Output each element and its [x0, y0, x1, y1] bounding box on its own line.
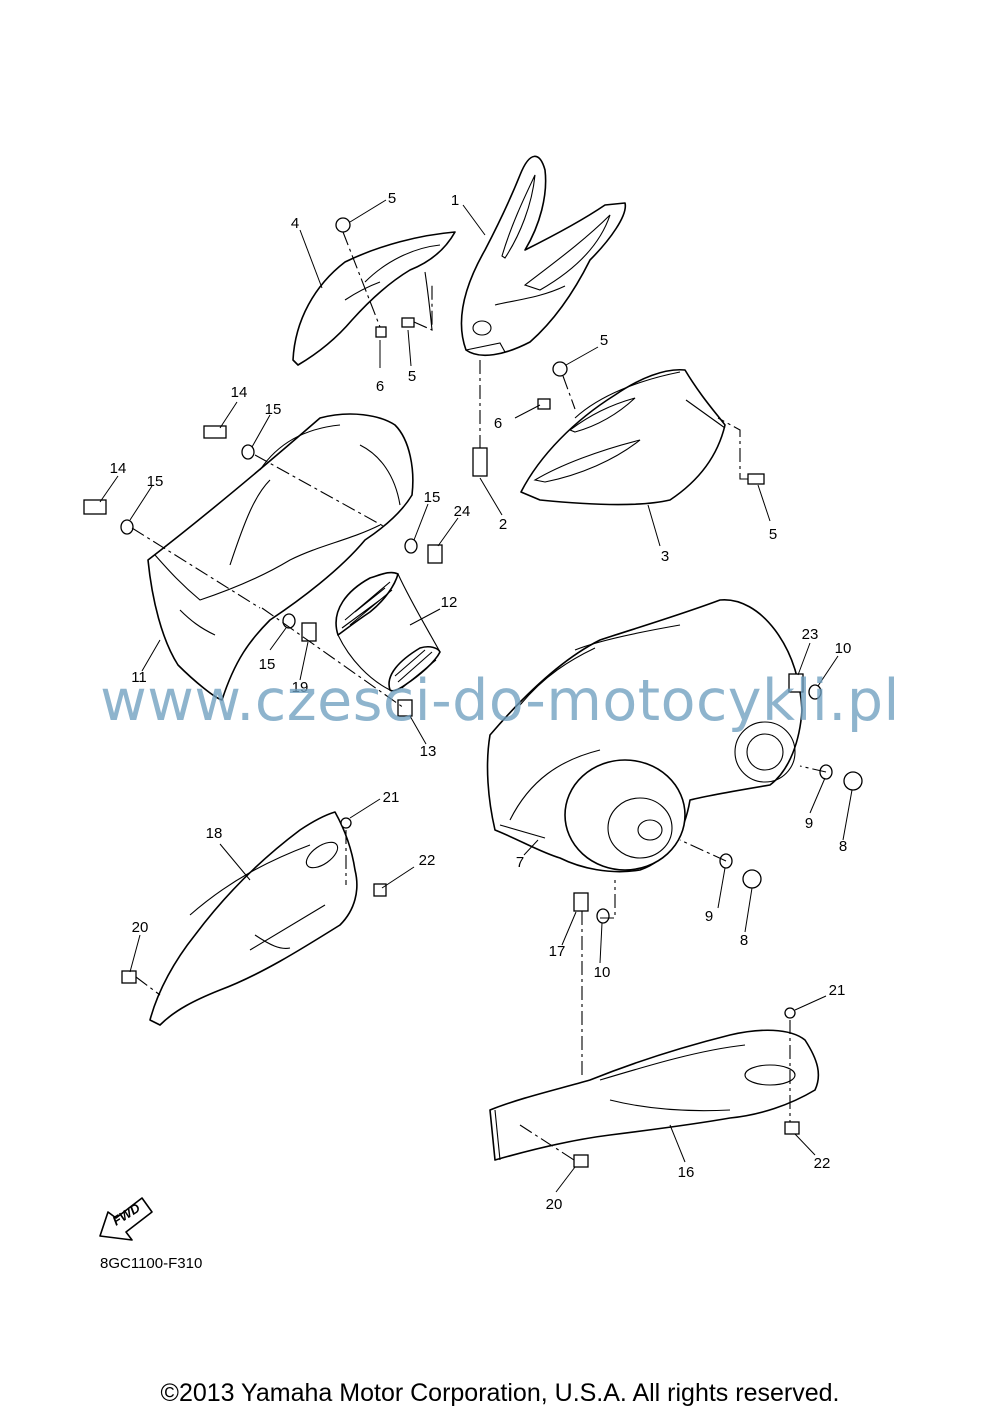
callout-15: 15: [259, 656, 276, 673]
callout-14: 14: [110, 460, 127, 477]
leader-lines: [99, 199, 853, 1193]
clip-13: [397, 699, 413, 717]
bolt-14b: [83, 499, 107, 515]
assembly-lines: [131, 231, 827, 1161]
clip-24: [427, 544, 443, 564]
callout-8: 8: [740, 932, 748, 949]
callout-16: 16: [678, 1164, 695, 1181]
callout-11: 11: [131, 669, 147, 686]
clip-6a: [375, 326, 387, 338]
part-18-lower-panel: [149, 811, 358, 1026]
clip-23: [788, 673, 804, 693]
clip-17: [573, 892, 589, 912]
washer-15c: [404, 538, 418, 554]
callout-13: 13: [420, 743, 437, 760]
part-4-side-panel: [292, 231, 456, 366]
callout-2: 2: [499, 516, 507, 533]
part-11-side-cover: [147, 413, 414, 701]
callout-15: 15: [424, 489, 441, 506]
callout-5: 5: [408, 368, 416, 385]
bolt-5d: [747, 473, 765, 485]
washer-10a: [808, 684, 822, 700]
callout-19: 19: [292, 679, 309, 696]
callout-14: 14: [231, 384, 248, 401]
grommet-8a: [843, 771, 863, 791]
callout-21: 21: [383, 789, 400, 806]
clip-22b: [784, 1121, 800, 1135]
callout-23: 23: [802, 626, 819, 643]
bolt-5b: [401, 317, 415, 328]
bolt-20b: [573, 1154, 589, 1168]
callout-3: 3: [661, 548, 669, 565]
part-16-lower-panel: [489, 1029, 820, 1161]
diagram-code: 8GC1100-F310: [100, 1255, 203, 1272]
callout-22: 22: [814, 1155, 831, 1172]
callout-15: 15: [265, 401, 282, 418]
bolt-21a: [340, 817, 352, 829]
clip-6b: [537, 398, 551, 410]
callout-1: 1: [451, 192, 459, 209]
grommet-8b: [742, 869, 762, 889]
part-7-body-cover: [486, 599, 803, 873]
bracket-2: [472, 447, 488, 477]
copyright-notice: ©2013 Yamaha Motor Corporation, U.S.A. A…: [160, 1379, 840, 1407]
callout-4: 4: [291, 215, 299, 232]
part-1-front-cowl: [460, 155, 627, 357]
callout-7: 7: [516, 854, 524, 871]
callout-numbers: 1 5 4 6 5 5 6 2 3 5 14 15 14 15 15 24 12…: [110, 190, 852, 1213]
clip-22a: [373, 883, 387, 897]
fwd-arrow-icon: FWD: [99, 1197, 153, 1241]
callout-10: 10: [835, 640, 852, 657]
callout-12: 12: [441, 594, 458, 611]
bolt-5c: [552, 361, 568, 377]
callout-22: 22: [419, 852, 436, 869]
washer-15d: [282, 613, 296, 629]
bolt-20a: [121, 970, 137, 984]
callout-24: 24: [454, 503, 471, 520]
callout-21: 21: [829, 982, 846, 999]
part-3-side-panel: [520, 368, 726, 506]
callout-20: 20: [132, 919, 149, 936]
part-12-grille: [335, 571, 441, 692]
callout-15: 15: [147, 473, 164, 490]
callout-6: 6: [494, 415, 502, 432]
callout-5: 5: [769, 526, 777, 543]
washer-15b: [120, 519, 134, 535]
bolt-14a: [203, 425, 227, 439]
callout-17: 17: [549, 943, 566, 960]
callout-9: 9: [805, 815, 813, 832]
callout-8: 8: [839, 838, 847, 855]
callout-5: 5: [388, 190, 396, 207]
callout-20: 20: [546, 1196, 563, 1213]
washer-15a: [241, 444, 255, 460]
bolt-21b: [784, 1007, 796, 1019]
callout-6: 6: [376, 378, 384, 395]
washer-10b: [596, 908, 610, 924]
callout-10: 10: [594, 964, 611, 981]
callout-9: 9: [705, 908, 713, 925]
callout-18: 18: [206, 825, 223, 842]
watermark: www.czesci-do-motocykli.pl: [100, 668, 900, 734]
bolt-5a: [335, 217, 351, 233]
callout-5: 5: [600, 332, 608, 349]
